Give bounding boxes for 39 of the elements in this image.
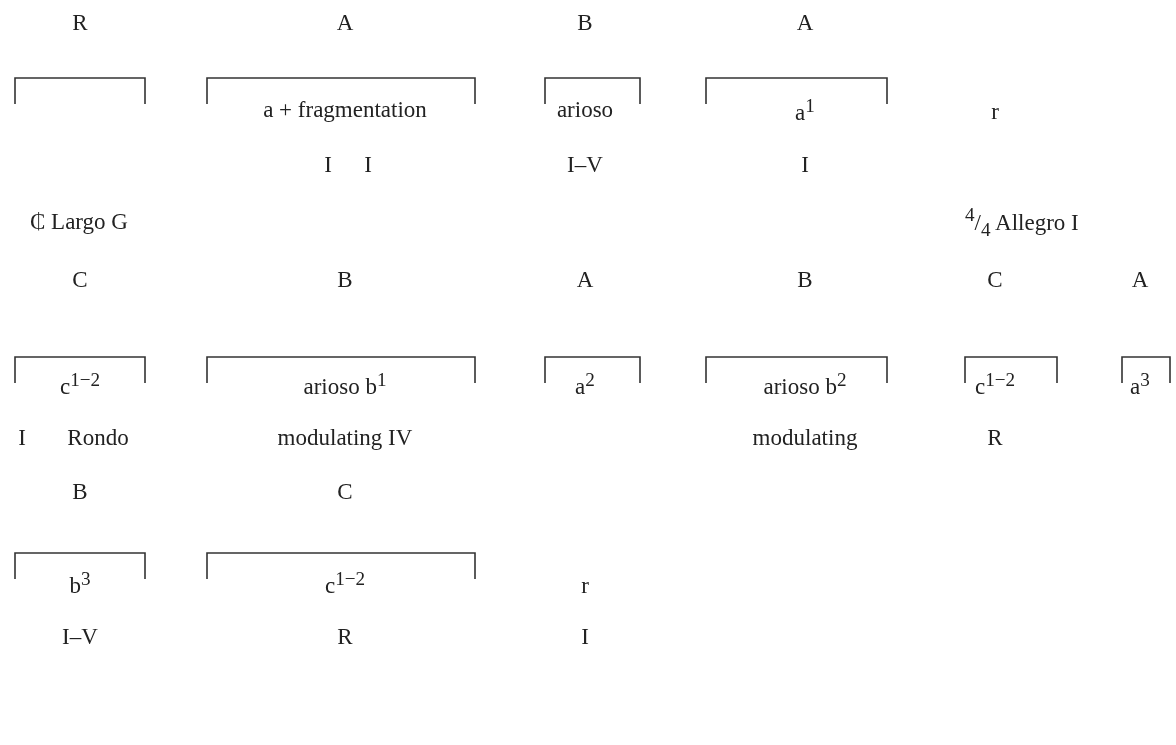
form-label: C xyxy=(987,267,1003,293)
form-label: I xyxy=(801,152,809,178)
form-label: A xyxy=(336,10,354,36)
form-label: a$^{2}$ xyxy=(575,368,595,400)
form-label: A xyxy=(576,267,594,293)
form-label: c$^{1−2}$ xyxy=(974,368,1016,400)
form-label: r xyxy=(581,573,589,599)
form-label: C xyxy=(337,479,353,505)
form-label: arioso xyxy=(556,97,614,123)
form-label: A xyxy=(796,10,814,36)
form-label: $^{4}$/$_{4}$ Allegro I xyxy=(965,204,1079,240)
form-label: B xyxy=(577,10,593,36)
form-label: B xyxy=(72,479,88,505)
form-label: r xyxy=(991,99,999,125)
form-label: arioso b$^{2}$ xyxy=(763,368,847,400)
form-label: R xyxy=(72,10,88,36)
form-label: C xyxy=(72,267,88,293)
form-label: a$^{1}$ xyxy=(795,94,815,126)
form-label: R xyxy=(987,425,1003,451)
form-label: Rondo xyxy=(67,425,129,451)
form-label: arioso b$^{1}$ xyxy=(303,368,387,400)
form-label: B xyxy=(797,267,813,293)
form-label: I xyxy=(324,152,332,178)
form-label: modulating IV xyxy=(277,425,413,451)
form-label: c$^{1−2}$ xyxy=(59,368,101,400)
form-label: I–V xyxy=(62,624,98,650)
form-label: A xyxy=(1131,267,1149,293)
form-label: I xyxy=(364,152,372,178)
form-label: R xyxy=(337,624,353,650)
form-label: ₵ Largo G xyxy=(30,209,128,235)
form-label: I xyxy=(581,624,589,650)
form-label: B xyxy=(337,267,353,293)
form-label: modulating xyxy=(752,425,858,451)
form-label: I xyxy=(18,425,26,451)
form-label: b$^{3}$ xyxy=(69,567,91,599)
form-label: I–V xyxy=(567,152,603,178)
form-label: c$^{1−2}$ xyxy=(324,567,366,599)
form-label: a$^{3}$ xyxy=(1130,368,1150,400)
form-label: a + fragmentation xyxy=(263,97,427,123)
